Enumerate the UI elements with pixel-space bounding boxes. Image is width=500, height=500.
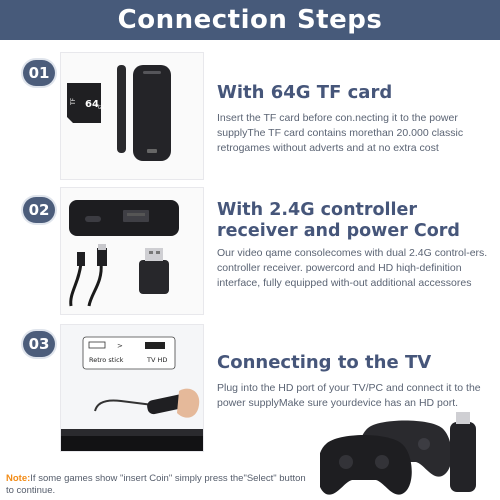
controllers-illustration [317,412,476,495]
usb-receiver-icon [139,260,169,294]
hand-icon [177,388,200,418]
step-number-badge: 01 [23,60,55,86]
diagram-left-label: Retro stick [89,356,124,364]
step-number-badge: 02 [23,197,55,223]
step-3-description: Plug into the HD port of your TV/PC and … [217,382,481,409]
step-1-description: Insert the TF card before con.necting it… [217,112,464,154]
game-stick-icon [450,422,476,492]
controller-icon [317,435,412,495]
step-number-badge: 03 [23,331,55,357]
tv-icon [61,435,203,451]
tf-card-unit: GB [98,105,105,111]
step-2-description: Our video qame consolecomes with dual 2.… [217,247,488,289]
tv-connection-illustration: > Retro stick TV HD [61,336,203,451]
step-3-image-panel: > Retro stick TV HD [60,324,204,452]
note-text: Note:If some games show "insert Coin" si… [6,473,306,496]
diagram-arrow: > [117,342,123,350]
page-title: Connection Steps [0,0,500,40]
receiver-and-cord-illustration [69,200,179,307]
step-3-title: Connecting to the TV [217,352,432,373]
tf-card-and-stick-illustration: TF 64 GB [67,65,171,161]
diagram-right-label: TV HD [146,356,167,364]
game-stick-icon [133,65,171,161]
controllers-image [317,410,500,500]
svg-text:TF: TF [70,97,77,106]
stick-side-icon [117,65,126,153]
tf-card-capacity: 64 [85,99,99,110]
power-cord-icon [69,262,103,307]
step-1-image-panel: TF 64 GB [60,52,204,180]
step-2-image-panel [60,187,204,315]
tf-card-icon [67,83,101,123]
step-2-title: With 2.4G controller receiver and power … [217,200,460,241]
step-1-title: With 64G TF card [217,82,393,103]
